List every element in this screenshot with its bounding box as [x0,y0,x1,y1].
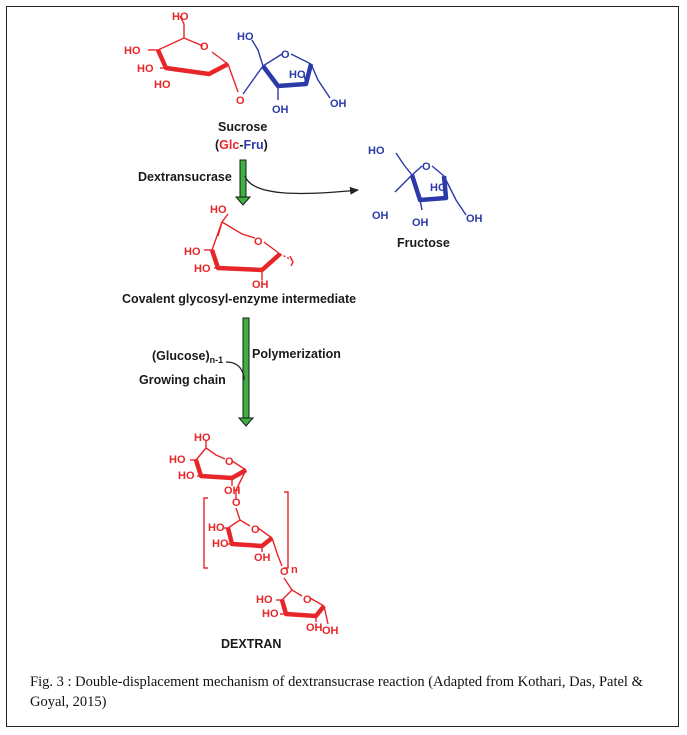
ring-oxygen-label: O [422,161,431,173]
atom-label: HO [154,79,171,91]
atom-label: HO [137,63,154,75]
atom-label: OH [306,622,323,634]
atom-label: HO [184,246,201,258]
fructose-release-arrow [244,175,359,195]
fructose-label: Fructose [397,236,450,250]
atom-label: OH [372,210,389,222]
ring-oxygen-label: O [200,41,209,53]
atom-label: HO [237,31,254,43]
atom-label: HO [194,263,211,275]
atom-label: OH [254,552,271,564]
chain-join-curve [225,361,245,381]
ring-oxygen-label: O [281,49,290,61]
atom-label: HO [262,608,279,620]
atom-label: OH [466,213,483,225]
atom-label: OH [412,217,429,229]
sucrose-glucose-unit: HO O HO HO HO O [124,11,245,107]
sucrose-fructose-unit: HO O HO OH OH [237,31,347,116]
atom-label: HO [172,11,189,23]
atom-label: HO [124,45,141,57]
ring-oxygen-label: O [303,594,312,606]
atom-label: OH [322,625,339,637]
figure-caption: Fig. 3 : Double-displacement mechanism o… [30,674,643,710]
enzyme-label: Dextransucrase [138,170,232,184]
fru-label: Fru [244,138,264,152]
atom-label: HO [289,69,306,81]
dextran-label: DEXTRAN [221,637,281,651]
glycosidic-oxygen-label: O [236,95,245,107]
sucrose-structure: HO O HO HO HO O HO O HO OH OH [124,11,347,116]
atom-label: OH [224,485,241,497]
atom-label: HO [368,145,385,157]
atom-label: HO [169,454,186,466]
ring-oxygen-label: O [251,524,260,536]
intermediate-label: Covalent glycosyl-enzyme intermediate [122,292,356,306]
glc-label: Glc [219,138,239,152]
reaction-arrow-2 [237,317,255,427]
atom-label: HO [256,594,273,606]
atom-label: HO [178,470,195,482]
fructose-structure: HO O HO OH OH OH [368,145,483,229]
atom-label: HO [194,432,211,444]
figure-frame [6,6,679,727]
dextran-structure: HO O HO HO OH O O HO HO OH O n O HO [169,432,339,637]
atom-label: HO [212,538,229,550]
glycosyl-intermediate-structure: HO O HO HO OH [184,204,294,291]
glc-fru-label: (Glc-Fru) [215,138,268,152]
atom-label: HO [208,522,225,534]
atom-label: HO [210,204,227,216]
atom-label: HO [430,182,447,194]
polymerization-label: Polymerization [252,347,341,361]
growing-chain-label: Growing chain [139,373,226,387]
repeat-subscript: n [291,564,298,576]
sucrose-label: Sucrose [218,120,267,134]
atom-label: OH [252,279,269,291]
atom-label: OH [330,98,347,110]
reaction-arrow-1 [234,159,252,206]
glycosidic-oxygen-label: O [232,497,241,509]
glucose-chain-label: (Glucose)n-1 [152,349,223,365]
atom-label: OH [272,104,289,116]
ring-oxygen-label: O [225,456,234,468]
glycosidic-oxygen-label: O [280,566,289,578]
ring-oxygen-label: O [254,236,263,248]
glucose-subscript: n-1 [210,355,224,365]
